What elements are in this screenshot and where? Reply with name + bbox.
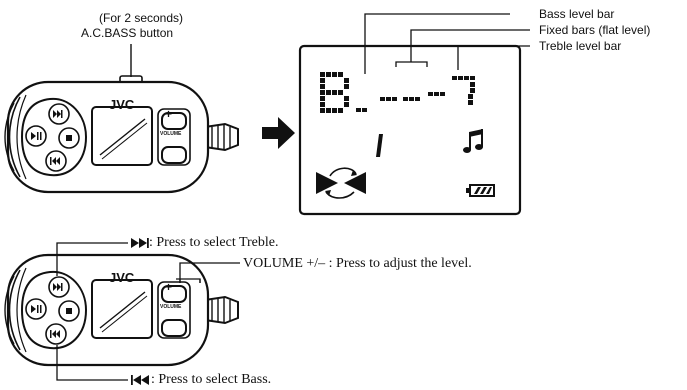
bass-level-bar-callout: Bass level bar: [539, 7, 615, 21]
top-remote-drawing: [3, 75, 240, 194]
skip-forward-icon: [131, 238, 149, 248]
volume-plus-button-bottom: +: [165, 280, 173, 294]
lcd-segments: [316, 72, 495, 199]
skip-back-icon: [131, 375, 149, 385]
fixed-bars-callout: Fixed bars (flat level): [539, 23, 651, 37]
volume-label-bottom: VOLUME: [160, 304, 182, 310]
brand-logo-bottom: JVC: [109, 270, 135, 285]
acbass-button-label: A.C.BASS button: [81, 26, 174, 40]
treble-level-bar-callout: Treble level bar: [539, 39, 622, 53]
bass-instruction: : Press to select Bass.: [151, 372, 272, 387]
volume-label: VOLUME: [160, 131, 182, 137]
bottom-remote-drawing: [3, 253, 240, 367]
treble-instruction: : Press to select Treble.: [149, 235, 279, 250]
volume-minus-button: −: [165, 140, 173, 154]
volume-minus-button-bottom: −: [165, 313, 173, 327]
brand-logo: JVC: [109, 97, 135, 112]
volume-instruction: VOLUME +/– : Press to adjust the level.: [243, 256, 472, 271]
button-duration-label: (For 2 seconds): [99, 11, 184, 25]
volume-plus-button: +: [165, 107, 173, 121]
